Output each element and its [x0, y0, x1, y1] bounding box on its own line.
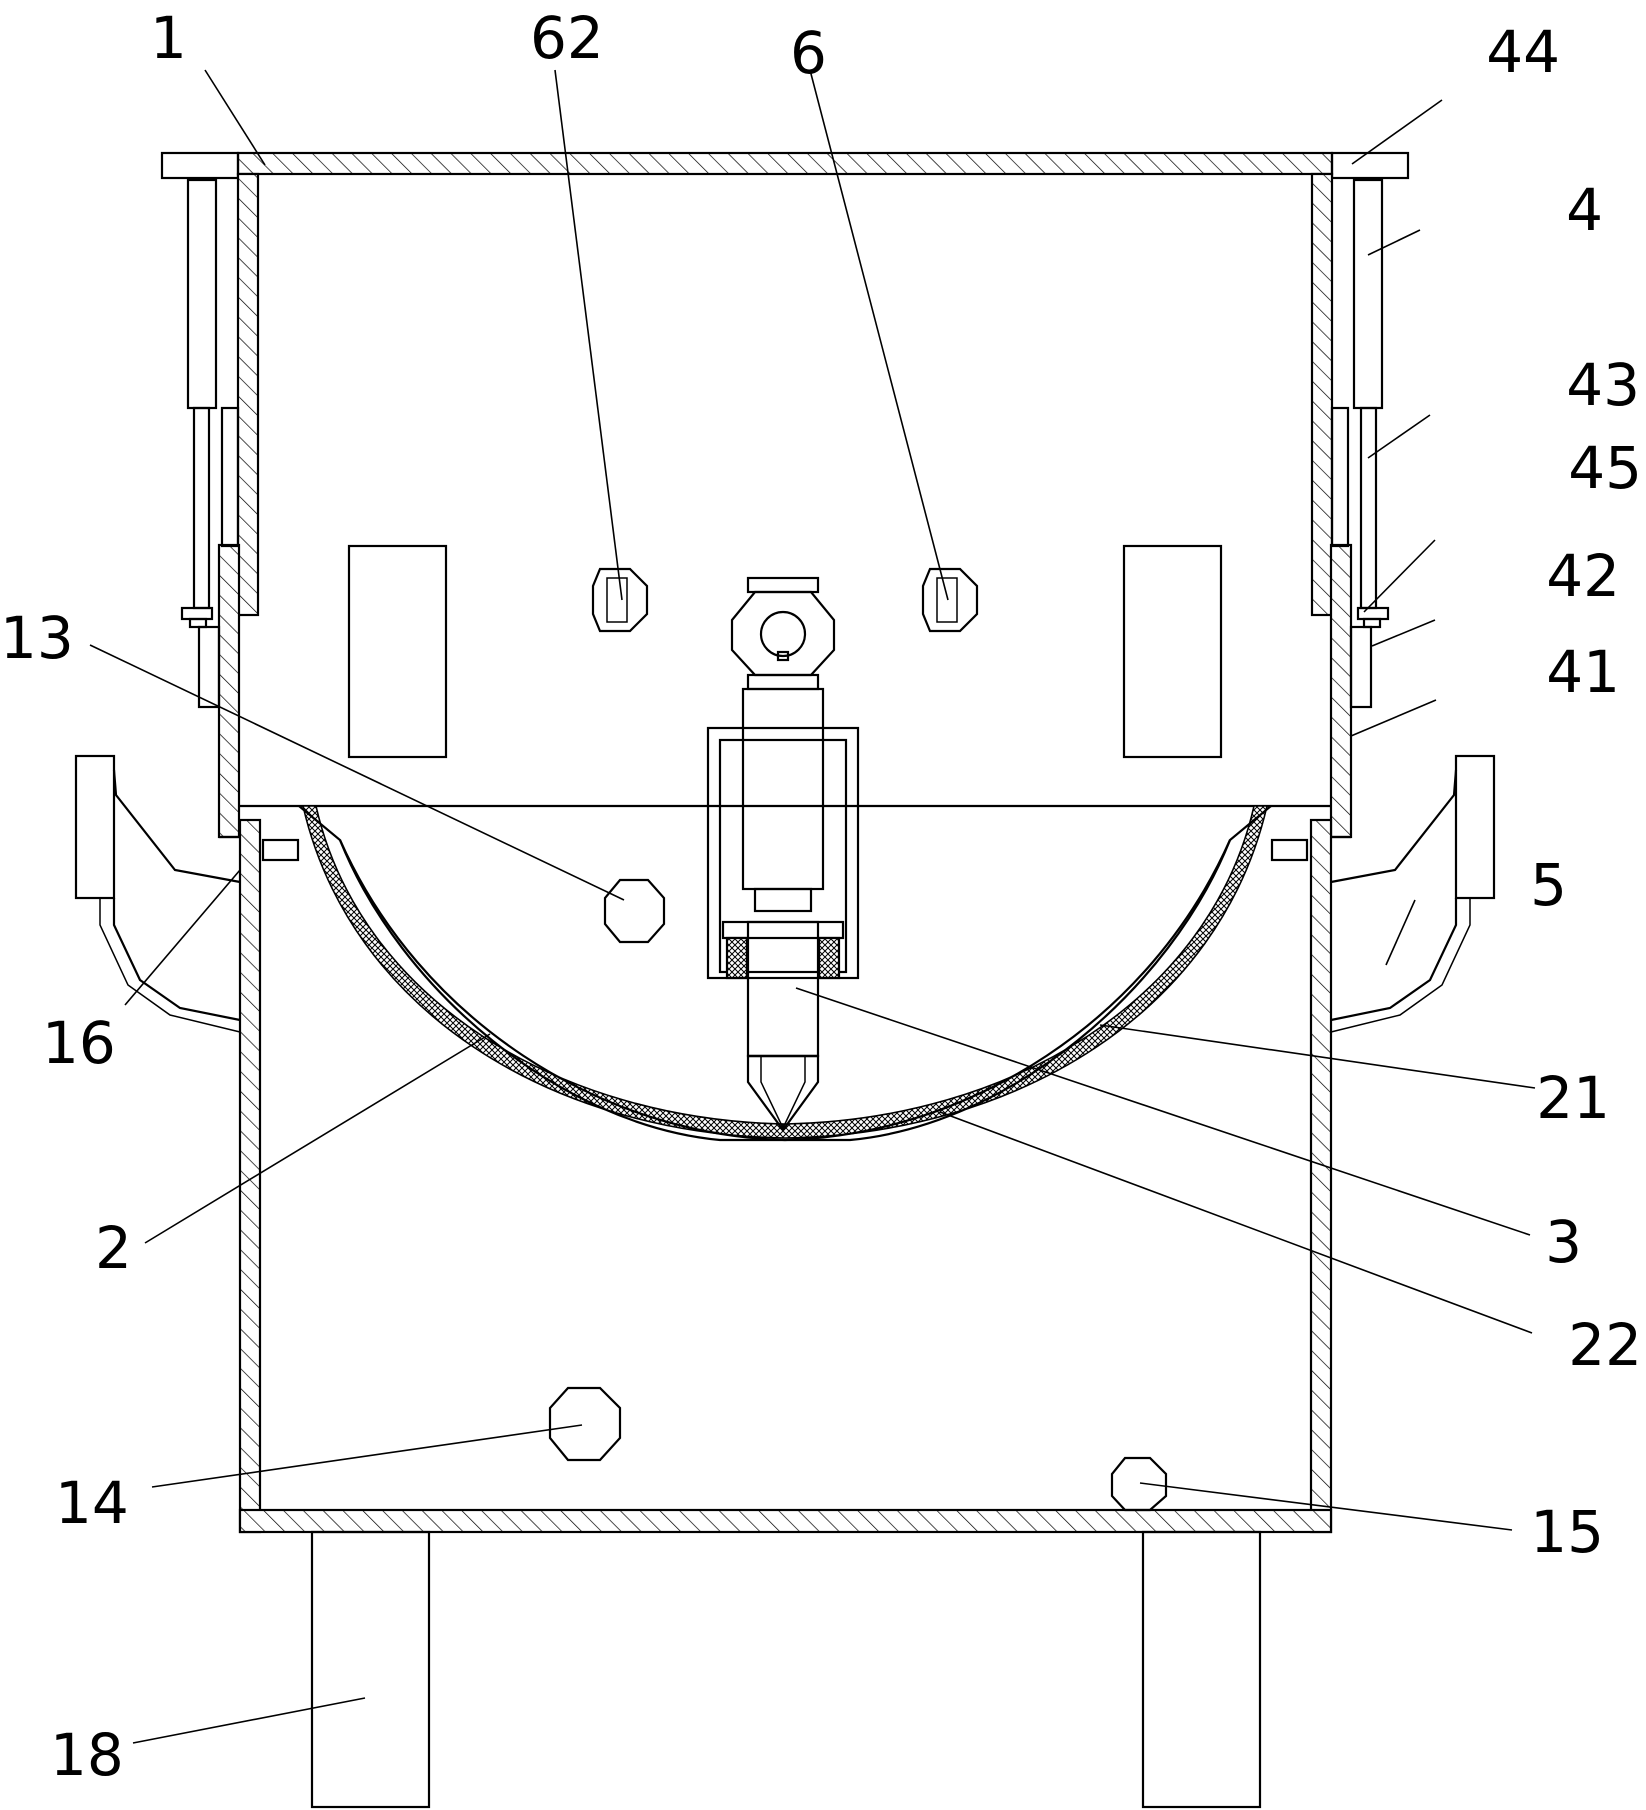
left-handle — [74, 754, 241, 1033]
label-42: 42 — [1546, 542, 1620, 610]
label-3: 3 — [1545, 1208, 1582, 1276]
right-flange — [1330, 151, 1410, 180]
fitting-6 — [921, 567, 979, 633]
left-leg — [310, 1530, 431, 1809]
left-pad — [261, 838, 300, 862]
label-4: 4 — [1566, 176, 1603, 244]
left-lift-cylinder — [180, 178, 240, 709]
left-flange — [160, 151, 240, 180]
lower-tank — [238, 818, 1333, 1534]
label-45: 45 — [1568, 434, 1642, 502]
label-14: 14 — [55, 1469, 129, 1537]
port-14 — [548, 1386, 622, 1462]
right-pad — [1270, 838, 1309, 862]
label-13: 13 — [0, 604, 74, 672]
bowl — [298, 805, 1272, 1142]
reference-labels: 1 62 6 44 4 43 45 42 41 13 5 16 21 2 3 2… — [0, 4, 1642, 1789]
label-6: 6 — [790, 19, 827, 87]
right-window — [1122, 544, 1223, 759]
label-21: 21 — [1536, 1064, 1610, 1132]
label-1: 1 — [150, 4, 187, 72]
label-43: 43 — [1566, 351, 1640, 419]
port-13 — [603, 878, 666, 944]
drill-assembly — [706, 576, 860, 1132]
label-18: 18 — [50, 1721, 124, 1789]
upper-housing — [160, 151, 1410, 839]
label-5: 5 — [1530, 851, 1567, 919]
right-leg — [1141, 1530, 1262, 1809]
right-handle — [1330, 754, 1496, 1033]
label-16: 16 — [42, 1009, 116, 1077]
label-22: 22 — [1568, 1311, 1642, 1379]
label-15: 15 — [1530, 1498, 1604, 1566]
label-62: 62 — [530, 4, 604, 72]
fitting-62 — [591, 567, 649, 633]
label-2: 2 — [95, 1214, 132, 1282]
left-window — [347, 544, 448, 759]
port-15 — [1110, 1456, 1168, 1512]
label-44: 44 — [1486, 18, 1560, 86]
label-41: 41 — [1546, 638, 1620, 706]
leader-lines — [89, 69, 1536, 1744]
